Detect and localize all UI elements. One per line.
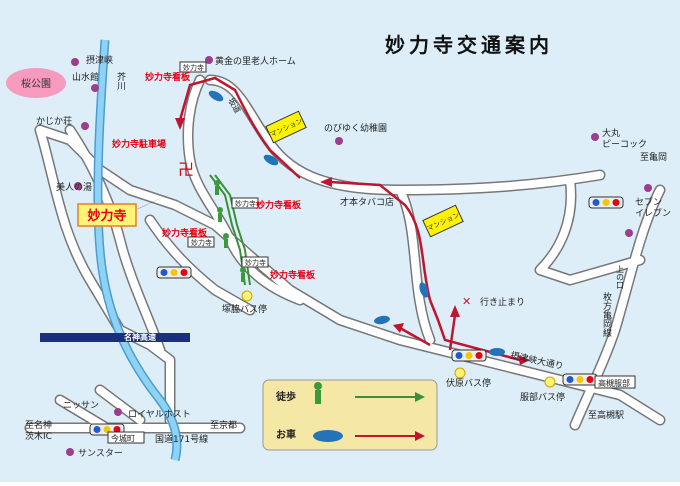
car-icons [208, 90, 505, 356]
tsukawaki-bus-label: 塚脇バス停 [222, 303, 267, 315]
kameoka-road-label: 枚方亀岡線 [601, 291, 612, 337]
svg-text:妙力寺: 妙力寺 [191, 238, 212, 247]
legend-walk-arrow [415, 392, 425, 402]
legend-walk-icon [314, 382, 322, 404]
nobiyuku-label: のびゆく幼稚園 [324, 122, 387, 134]
meishin-ic-line1: 至名神 [25, 419, 52, 431]
saimoto-label: 才本タバコ店 [340, 196, 394, 208]
route171-label: 国道171号線 [155, 433, 208, 445]
temple-box [77, 203, 137, 227]
sansuikan-label: 山水館 [72, 71, 99, 83]
car-route-arrows [175, 118, 530, 365]
board-4: 妙力寺看板 [270, 269, 316, 281]
daimaru-label: 大丸 ピーコック [602, 127, 647, 150]
to-kyoto-label: 至京都 [210, 419, 237, 431]
meishin-label: 名神高速 [124, 332, 156, 342]
board-3: 妙力寺看板 [162, 227, 208, 239]
temple-name: 妙力寺 [87, 208, 126, 224]
seven-line2: イレブン [635, 207, 671, 219]
takatsuki-hattori-label: 高槻服部 [598, 378, 630, 388]
fushihara-bus-label: 伏原バス停 [446, 377, 491, 389]
legend-car-icon [313, 430, 343, 442]
hattori-bus-label: 服部バス停 [520, 391, 565, 403]
svg-text:妙力寺: 妙力寺 [245, 258, 266, 267]
meishin-ic-line2: 茨木IC [25, 430, 52, 442]
nissan-label: ニッサン [63, 400, 99, 411]
imashiro-box [107, 431, 145, 444]
svg-text:妙力寺: 妙力寺 [235, 199, 256, 208]
kajikaso-label: かじか荘 [36, 116, 72, 127]
mansion-1 [265, 110, 307, 144]
bijin-label: 美人の湯 [56, 181, 92, 193]
walker-icons [214, 180, 246, 282]
takatsuki-hattori-box [594, 375, 636, 389]
small-signs: 妙力寺 妙力寺 妙力寺 妙力寺 [179, 61, 269, 268]
kameoka-top-label: 至亀岡 [640, 151, 667, 163]
sakura-park [6, 68, 66, 98]
legend-car-label: お車 [276, 428, 296, 441]
sakura-park-label: 桜公園 [21, 77, 51, 90]
traffic-lights [89, 196, 624, 436]
akutagawa-label: 芥川 [115, 72, 126, 90]
seven-label: セブン イレブン [635, 196, 671, 219]
x-mark: ✕ [462, 295, 471, 308]
settsukyo-label: 摂津峡 [86, 54, 113, 66]
parking-label: 妙力寺駐車場 [112, 138, 166, 150]
to-takatsuki-label: 至高槻駅 [588, 409, 624, 421]
royal-host-label: ロイヤルホスト [128, 409, 191, 420]
daimaru-line1: 大丸 [602, 127, 620, 139]
meishin-ic-label: 至名神 茨木IC [25, 419, 55, 442]
map-title: 妙力寺交通案内 [385, 33, 553, 57]
sunstar-label: サンスター [78, 448, 123, 459]
bus-stop-markers [241, 290, 556, 388]
imashiro-label: 今城町 [111, 433, 135, 443]
daimaru-line2: ピーコック [602, 139, 647, 150]
legend-car-arrow [415, 431, 425, 441]
temple-symbol: 卍 [178, 160, 194, 179]
svg-text:妙力寺: 妙力寺 [183, 63, 204, 72]
meishin-bar [40, 333, 190, 342]
seven-line1: セブン [635, 196, 662, 208]
legend-walk-label: 徒歩 [275, 390, 296, 403]
board-1: 妙力寺看板 [145, 71, 191, 83]
board-2: 妙力寺看板 [256, 199, 302, 211]
poi-dots [66, 56, 652, 456]
temple-callout [135, 193, 172, 210]
ogon-home-label: 黄金の里老人ホーム [215, 55, 296, 67]
ikidomari-label: 行き止まり [480, 296, 525, 308]
mansion-2 [422, 204, 464, 238]
ueno-kuchi-label: 上の口 [616, 265, 625, 289]
akutagawa-river-inner [94, 39, 180, 461]
